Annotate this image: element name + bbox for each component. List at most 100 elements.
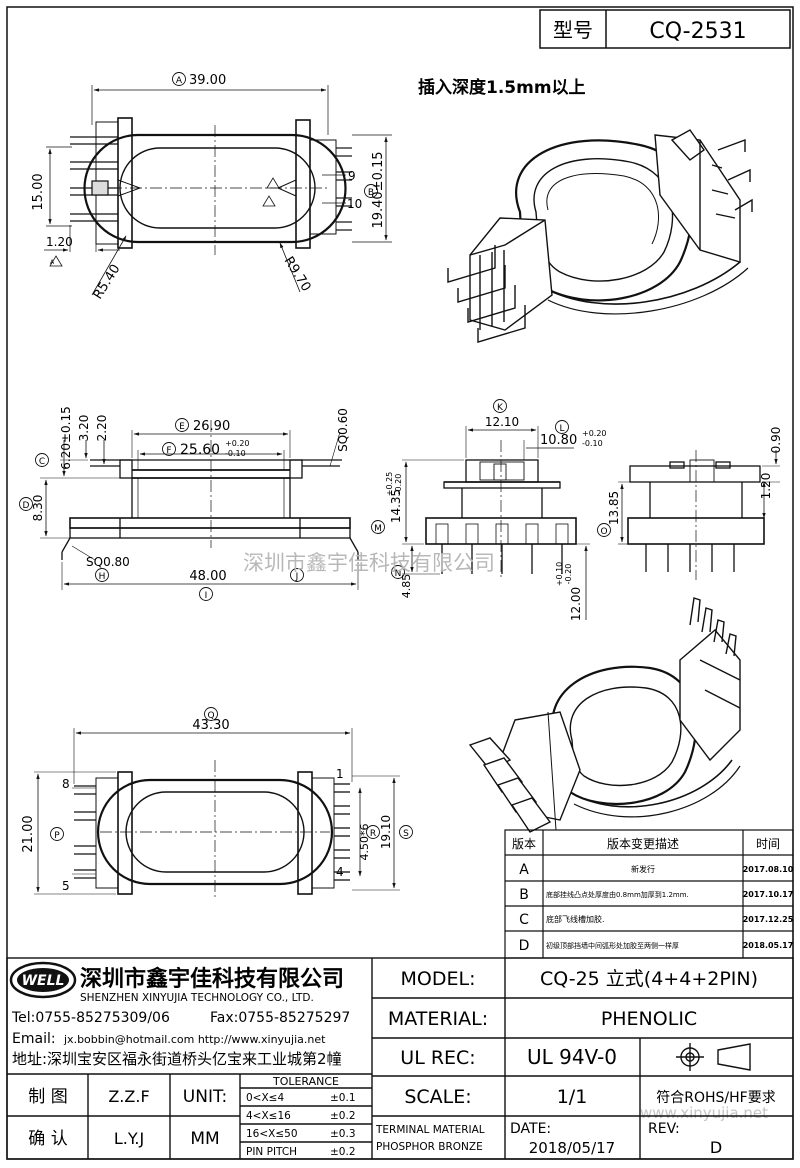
dim-15-value: 15.00: [31, 173, 46, 210]
pin-4-label: 4: [336, 865, 344, 879]
part-number: CQ-2531: [649, 19, 746, 44]
company-email: jx.bobbin@hotmail.com http://www.xinyuji…: [63, 1033, 326, 1046]
dim-h-letter: H: [99, 572, 106, 582]
dim-m-tol-down: -0.20: [394, 474, 403, 495]
dim-12-value: 12.00: [569, 587, 583, 621]
tol-row-2-range: 4<X≤16: [246, 1110, 291, 1122]
scale-label: SCALE:: [404, 1086, 471, 1108]
drawn-value: Z.Z.F: [108, 1087, 149, 1106]
isometric-view-bottom: [468, 597, 741, 833]
header-box: 型号 CQ-2531: [539, 9, 791, 49]
rev-label: REV:: [648, 1121, 680, 1137]
rev-row-b-desc: 底部挂线凸点处厚度由0.8mm加厚到1.2mm.: [546, 890, 689, 899]
dim-12-tol-up: +0.10: [555, 562, 564, 587]
dim-i-letter: I: [205, 591, 208, 601]
tol-row-3-range: 16<X≤50: [246, 1128, 298, 1140]
rev-row-a-version: A: [519, 862, 529, 878]
company-address: 地址:深圳宝安区福永街道桥头亿宝来工业城第2幢: [12, 1050, 342, 1068]
company-name-en: SHENZHEN XINYUJIA TECHNOLOGY CO., LTD.: [80, 992, 314, 1004]
pin-1-label: 1: [336, 767, 344, 781]
material-label: MATERIAL:: [388, 1008, 488, 1030]
watermark-url: www.xinyujia.net: [640, 1104, 768, 1122]
ulrec-value: UL 94V-0: [527, 1045, 617, 1069]
dim-e-value: 26.90: [193, 419, 230, 434]
end-view: [618, 450, 780, 580]
dim-12-tol-down: -0.20: [564, 564, 573, 585]
rev-row-d-version: D: [519, 938, 530, 954]
rev-header-date: 时间: [756, 837, 780, 851]
tol-row-1-range: 0<X≤4: [246, 1092, 284, 1104]
type-label: 型号: [553, 18, 593, 42]
model-value: CQ-25 立式(4+4+2PIN): [540, 968, 758, 990]
company-fax: Fax:0755-85275297: [210, 1010, 350, 1026]
dim-k-value: 12.10: [485, 415, 519, 429]
dim-s-value: 19.10: [379, 815, 393, 849]
dim-b-value: 19.40±0.15: [371, 151, 386, 228]
dim-p-letter: P: [54, 831, 60, 841]
revision-table: [504, 829, 794, 959]
dim-d-value: 8.30: [31, 495, 45, 522]
rev-row-d-date: 2018.05.17: [743, 941, 794, 950]
dim-j-letter: J: [295, 572, 299, 582]
dim-p-value: 21.00: [21, 815, 36, 852]
rev-header-version: 版本: [512, 837, 536, 851]
rev-row-a-desc: 新发行: [631, 864, 655, 874]
unit-label: UNIT:: [183, 1087, 227, 1107]
dim-a-letter: A: [176, 76, 183, 86]
rev-value: D: [710, 1138, 722, 1157]
dim-f-tol-down: -0.10: [225, 449, 246, 458]
check-label: 确 认: [28, 1129, 67, 1149]
date-label: DATE:: [510, 1121, 551, 1137]
front-view: [402, 426, 590, 620]
tol-row-2-value: ±0.2: [330, 1110, 356, 1122]
material-value: PHENOLIC: [601, 1008, 697, 1030]
rev-row-c-date: 2017.12.25: [743, 915, 794, 924]
dim-l-tol-down: -0.10: [582, 439, 603, 448]
dim-f-value: 25.60: [180, 442, 220, 458]
drawn-label: 制 图: [28, 1087, 67, 1107]
tol-row-4-value: ±0.2: [330, 1146, 356, 1158]
side-view: [40, 420, 359, 590]
dim-220-value: 2.20: [95, 415, 109, 442]
dim-m-value: 14.35: [389, 489, 403, 523]
pin-5-label: 5: [62, 879, 70, 893]
dim-320-value: 3.20: [77, 415, 91, 442]
rev-row-c-desc: 底部飞线槽加胶.: [546, 914, 605, 924]
dim-o-value: 13.85: [607, 491, 621, 525]
dim-120-end-value: 1.20: [759, 473, 773, 500]
insertion-note: 插入深度1.5mm以上: [418, 77, 586, 98]
rev-row-a-date: 2017.08.10: [743, 865, 794, 874]
dim-s-letter: S: [403, 829, 409, 839]
company-name-cn: 深圳市鑫宇佳科技有限公司: [80, 966, 344, 992]
tri-mark-left: A: [50, 259, 55, 266]
rev-row-b-date: 2017.10.17: [743, 890, 794, 899]
dim-q-value: 43.30: [192, 718, 229, 733]
sq060-label: SQ0.60: [336, 408, 350, 452]
company-logo: WELL: [9, 961, 77, 999]
dim-l-letter: L: [559, 424, 564, 434]
dim-k-letter: K: [497, 403, 504, 413]
dim-m-letter: M: [374, 524, 382, 534]
ulrec-label: UL REC:: [400, 1047, 475, 1069]
sq080-label: SQ0.80: [86, 555, 130, 569]
dim-n-value: 4.85: [400, 574, 413, 599]
scale-value: 1/1: [557, 1086, 588, 1108]
company-tel: Tel:0755-85275309/06: [11, 1010, 170, 1026]
date-value: 2018/05/17: [529, 1139, 615, 1157]
title-block-grid: [6, 957, 794, 1160]
watermark-company: 深圳市鑫宇佳科技有限公司: [243, 551, 495, 575]
logo-text: WELL: [22, 973, 65, 989]
terminal-material-value: PHOSPHOR BRONZE: [376, 1141, 483, 1153]
projection-symbol-icon: [676, 1043, 751, 1071]
dim-l-value: 10.80: [540, 433, 577, 448]
dim-c-letter: C: [39, 457, 45, 467]
rev-row-d-desc: 初级顶部挡墙中间弧形处加胶至两侧一样厚: [546, 941, 679, 950]
dim-f-letter: F: [166, 446, 171, 456]
pin-9-label: 9: [348, 169, 356, 183]
rohs-label: 符合ROHS/HF要求: [656, 1090, 775, 1106]
rev-row-b-version: B: [519, 887, 529, 903]
isometric-view-top: [447, 129, 753, 343]
check-value: L.Y.J: [114, 1129, 144, 1148]
